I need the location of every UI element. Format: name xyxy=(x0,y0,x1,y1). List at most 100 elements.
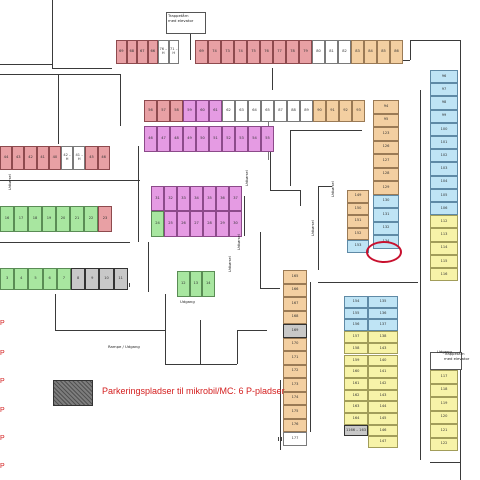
parking-space[interactable]: 45 xyxy=(85,146,98,170)
parking-space[interactable]: 68 xyxy=(126,40,137,64)
parking-space[interactable]: 101 xyxy=(430,136,458,150)
parking-space[interactable]: 41 xyxy=(36,146,49,170)
parking-space[interactable]: 114 xyxy=(430,241,458,255)
parking-space[interactable]: 19 xyxy=(42,206,56,232)
parking-space[interactable]: 78 xyxy=(286,40,299,64)
parking-space[interactable]: 145 xyxy=(368,413,398,425)
parking-space[interactable]: 61 xyxy=(209,100,222,122)
parking-space[interactable]: 138 xyxy=(368,331,398,343)
parking-space[interactable]: 21 xyxy=(70,206,84,232)
parking-space[interactable]: 144 xyxy=(368,401,398,413)
parking-space[interactable]: 121 xyxy=(430,424,458,438)
parking-space[interactable]: 85 xyxy=(377,40,390,64)
parking-space[interactable]: 171 xyxy=(283,351,307,365)
parking-space[interactable]: 95 xyxy=(373,113,399,127)
parking-space[interactable]: 126 xyxy=(373,140,399,154)
parking-space[interactable]: 29 xyxy=(216,211,229,237)
parking-space[interactable]: 143 xyxy=(368,342,398,355)
parking-space[interactable]: 137 xyxy=(368,319,398,332)
parking-space[interactable]: 176 xyxy=(283,418,307,432)
parking-space[interactable]: 127 xyxy=(373,154,399,168)
parking-space[interactable]: 52 xyxy=(222,126,235,152)
parking-space[interactable]: 120 xyxy=(430,410,458,424)
parking-space[interactable]: 113 xyxy=(430,228,458,242)
parking-space[interactable]: 76 – H xyxy=(158,40,169,64)
parking-space[interactable]: 76 xyxy=(260,40,273,64)
parking-space[interactable]: 122 xyxy=(430,437,458,451)
parking-space[interactable]: 136 xyxy=(368,307,398,320)
parking-space[interactable]: 10 xyxy=(99,268,114,290)
parking-space[interactable]: 143 xyxy=(368,389,398,402)
parking-space[interactable]: 59 xyxy=(183,100,196,122)
parking-space[interactable]: 43 xyxy=(12,146,25,170)
parking-space[interactable]: 106 xyxy=(430,202,458,216)
parking-space[interactable]: 104 xyxy=(430,175,458,189)
parking-space[interactable]: 47 xyxy=(157,126,170,152)
parking-space[interactable]: 84 xyxy=(364,40,377,64)
parking-space[interactable]: 34 xyxy=(190,186,203,211)
parking-space[interactable]: 112 xyxy=(430,215,458,229)
parking-space[interactable]: 173 xyxy=(283,378,307,392)
parking-space[interactable]: 123 xyxy=(373,127,399,141)
parking-space[interactable]: 69 xyxy=(195,40,208,64)
parking-space[interactable]: 97 xyxy=(430,83,458,97)
parking-space[interactable]: 49 xyxy=(183,126,196,152)
parking-space[interactable]: 75 xyxy=(247,40,260,64)
parking-space[interactable]: 146 xyxy=(368,424,398,437)
parking-space[interactable]: 48 xyxy=(170,126,183,152)
parking-space[interactable]: 152 xyxy=(347,227,369,240)
parking-space[interactable]: 167 xyxy=(283,297,307,311)
parking-space[interactable]: 7 xyxy=(56,268,71,290)
parking-space[interactable]: 60 xyxy=(196,100,209,122)
parking-space[interactable]: 164 xyxy=(344,413,368,425)
parking-space[interactable]: 149 xyxy=(347,190,369,203)
parking-space[interactable]: 150 xyxy=(347,202,369,215)
parking-space[interactable]: 154 xyxy=(344,296,368,308)
parking-space[interactable]: 13 xyxy=(189,271,202,297)
parking-space[interactable]: 79 xyxy=(299,40,312,64)
parking-space[interactable]: 12 xyxy=(177,271,190,297)
parking-space[interactable]: 128 xyxy=(373,167,399,181)
parking-space[interactable]: 65 xyxy=(261,100,274,122)
parking-space[interactable]: 26 xyxy=(177,211,190,237)
parking-space[interactable]: 20 xyxy=(56,206,70,232)
parking-space[interactable]: 103 xyxy=(430,162,458,176)
parking-space[interactable]: 91 xyxy=(326,100,339,122)
parking-space[interactable]: 131 xyxy=(373,208,399,222)
parking-space[interactable]: 71 – H xyxy=(168,40,179,64)
parking-space[interactable]: 18 xyxy=(28,206,42,232)
parking-space[interactable]: 155 xyxy=(344,307,368,320)
parking-space[interactable]: 98 xyxy=(430,96,458,110)
parking-space[interactable]: 162 xyxy=(344,389,368,402)
parking-space[interactable]: 118 xyxy=(430,383,458,397)
parking-space[interactable]: 27 xyxy=(190,211,203,237)
parking-space[interactable]: 135 xyxy=(368,296,398,308)
parking-space[interactable]: 22 xyxy=(84,206,98,232)
parking-space[interactable]: 169 xyxy=(283,324,307,338)
parking-space[interactable]: 86 xyxy=(390,40,403,64)
parking-space[interactable]: 119 xyxy=(430,397,458,411)
parking-space[interactable]: 132 xyxy=(373,221,399,235)
parking-space[interactable]: 77 xyxy=(273,40,286,64)
parking-space[interactable]: 41 – H xyxy=(73,146,86,170)
parking-space[interactable]: 87 xyxy=(274,100,287,122)
parking-space[interactable]: 165 xyxy=(283,270,307,284)
parking-space[interactable]: 177 xyxy=(283,432,307,446)
parking-space[interactable]: 64 xyxy=(248,100,261,122)
parking-space[interactable]: 88 xyxy=(287,100,300,122)
parking-space[interactable]: 6 xyxy=(42,268,57,290)
parking-space[interactable]: 166 xyxy=(283,283,307,297)
parking-space[interactable]: 73 xyxy=(221,40,234,64)
parking-space[interactable]: 156 xyxy=(344,319,368,332)
parking-space[interactable]: 1166 – 163 xyxy=(344,424,368,437)
parking-space[interactable]: 56 xyxy=(144,100,157,122)
parking-space[interactable]: 33 xyxy=(177,186,190,211)
parking-space[interactable]: 30 xyxy=(229,211,242,237)
parking-space[interactable]: 96 xyxy=(430,70,458,84)
parking-space[interactable]: 157 xyxy=(344,331,368,343)
parking-space[interactable]: 170 xyxy=(283,337,307,351)
parking-space[interactable]: 25 xyxy=(164,211,177,237)
parking-space[interactable]: 9 xyxy=(85,268,100,290)
parking-space[interactable]: 14 xyxy=(202,271,215,297)
parking-space[interactable]: 36 xyxy=(216,186,229,211)
